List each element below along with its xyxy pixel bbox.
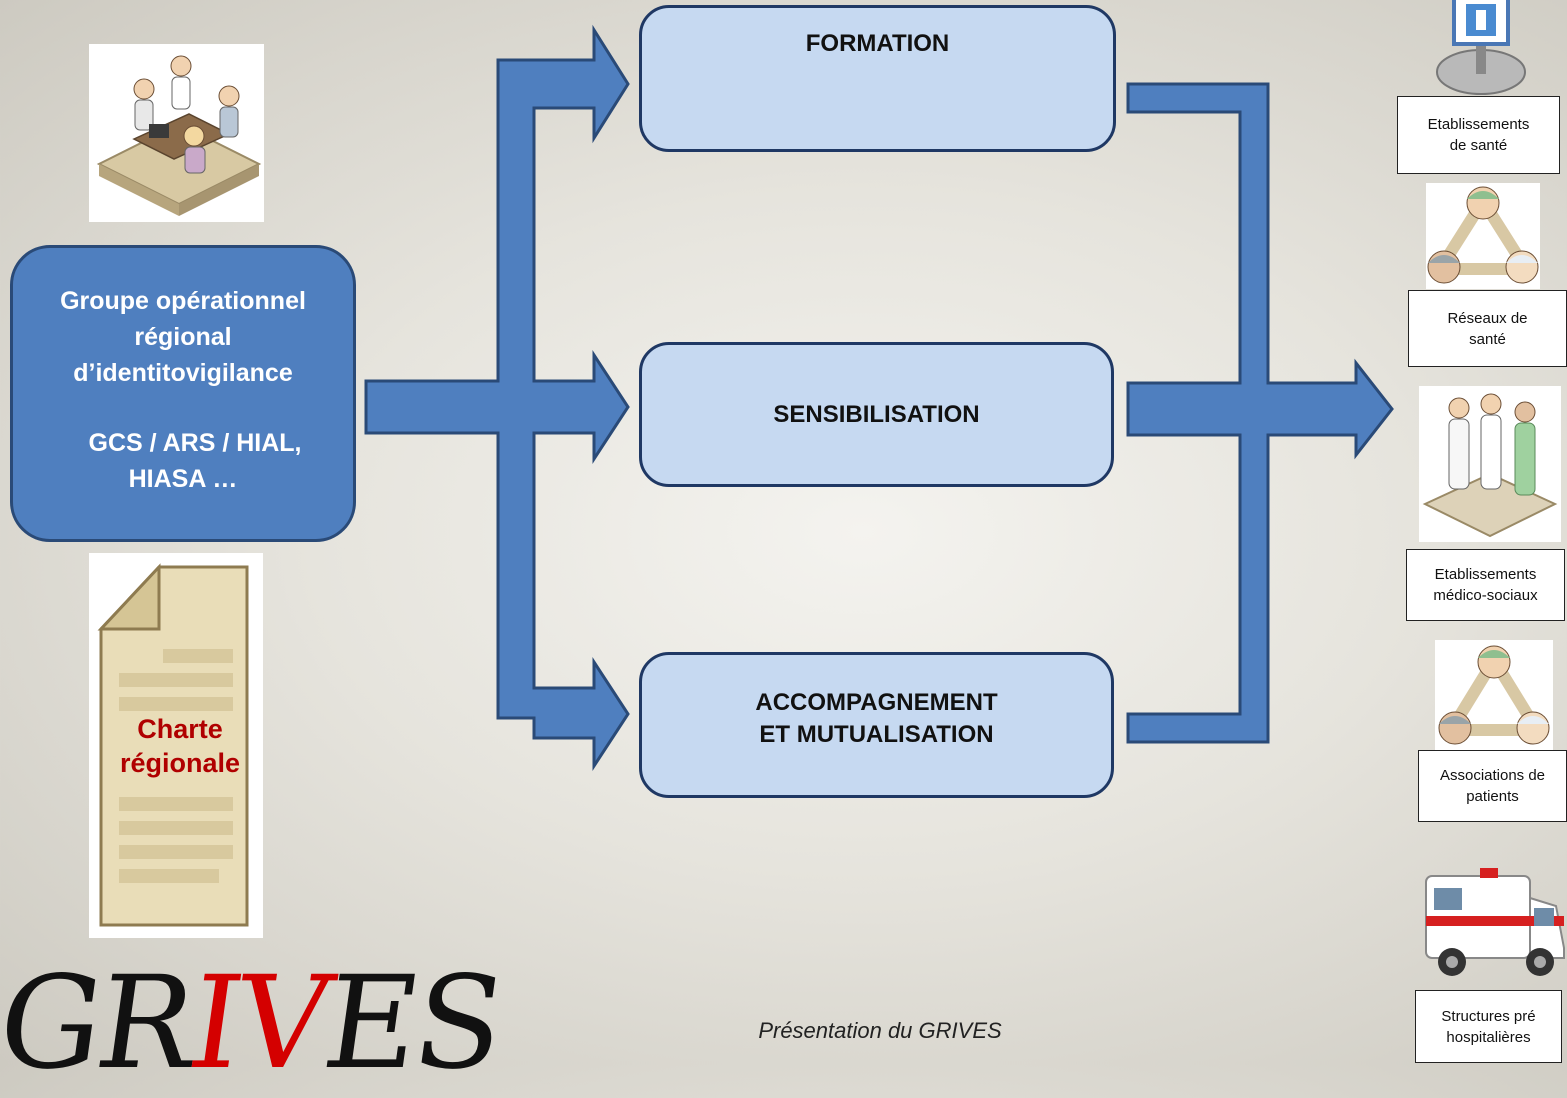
regional-group-line-3: d’identitovigilance [73, 359, 293, 387]
charter-title-line-1: Charte [137, 714, 223, 744]
regional-group-line-4: GCS / ARS / HIAL, [88, 429, 302, 457]
regional-group-box: Groupe opérationnel régional d’identitov… [10, 245, 356, 542]
target-1-image [1432, 0, 1530, 96]
target-4-line-1: Associations de [1439, 767, 1546, 784]
regional-group-line-5: HIASA … [128, 465, 238, 493]
step-sensibilisation-label: SENSIBILISATION [773, 400, 980, 428]
step-formation: FORMATION [639, 5, 1116, 152]
charter-document [89, 553, 263, 938]
target-1-label: Etablissements de santé [1397, 96, 1560, 174]
target-5-line-2: hospitalières [1446, 1028, 1531, 1046]
footer-caption: Présentation du GRIVES [758, 1018, 1002, 1043]
target-3-line-1: Etablissements [1434, 566, 1537, 583]
target-4-label: Associations de patients [1418, 750, 1567, 822]
merge-arrow [1126, 82, 1394, 744]
target-5-image [1418, 858, 1567, 982]
hospital-sign-icon [1436, 0, 1526, 95]
step-sensibilisation: SENSIBILISATION [639, 342, 1114, 487]
target-3-image [1419, 386, 1561, 542]
logo-part-2: IV [180, 949, 337, 1098]
target-2-line-1: Réseaux de [1447, 309, 1528, 327]
flow-arrows [364, 24, 1394, 772]
network-people-icon [1427, 186, 1539, 284]
target-2-image [1426, 183, 1540, 289]
meeting-illustration [89, 44, 264, 222]
regional-group-line-1: Groupe opérationnel [60, 287, 306, 315]
target-1-line-1: Etablissements [1427, 116, 1530, 133]
logo-part-1: GR [0, 949, 202, 1098]
charter-title-line-2: régionale [119, 748, 241, 778]
target-5-line-1: Structures pré [1441, 1007, 1536, 1025]
charter-title: Charte régionale [95, 712, 265, 780]
network-people-icon [1438, 645, 1550, 745]
target-3-line-2: médico-sociaux [1433, 587, 1538, 604]
regional-group-line-2: régional [134, 323, 232, 351]
step-accompagnement-line-1: ACCOMPAGNEMENT [755, 689, 998, 716]
medical-staff-icon [1422, 393, 1558, 538]
document-icon [97, 563, 249, 927]
ambulance-icon [1425, 868, 1565, 976]
target-3-label: Etablissements médico-sociaux [1406, 549, 1565, 621]
target-5-label: Structures pré hospitalières [1415, 990, 1562, 1063]
step-formation-label: FORMATION [805, 29, 950, 57]
step-accompagnement-line-2: ET MUTUALISATION [759, 721, 994, 748]
grives-logo: GRIVES [0, 949, 509, 1098]
target-4-line-2: patients [1466, 788, 1519, 805]
branch-arrow [364, 24, 630, 772]
target-1-line-2: de santé [1449, 137, 1508, 154]
target-2-label: Réseaux de santé [1408, 290, 1567, 367]
target-4-image [1435, 640, 1553, 750]
logo-part-3: ES [315, 949, 510, 1098]
target-2-line-2: santé [1469, 330, 1506, 348]
step-accompagnement: ACCOMPAGNEMENT ET MUTUALISATION [639, 652, 1114, 798]
meeting-icon [96, 55, 262, 216]
